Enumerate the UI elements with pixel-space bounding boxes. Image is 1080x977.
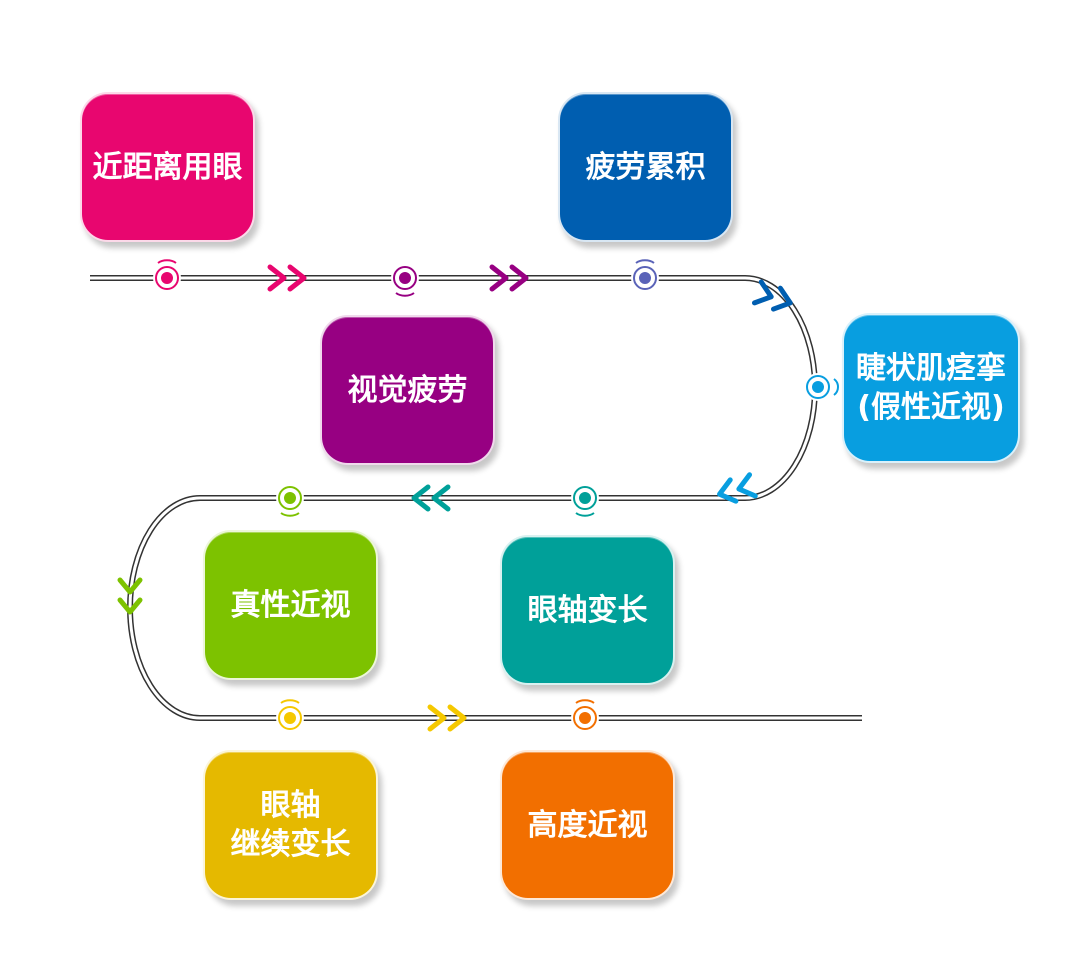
marker-near-work xyxy=(153,259,181,292)
stage-near-work: 近距离用眼 xyxy=(80,92,255,242)
stage-label: 眼轴 xyxy=(260,788,321,823)
arrow-4 xyxy=(717,472,758,504)
stage-continued-elongation: 眼轴 继续变长 xyxy=(203,750,378,900)
stage-fatigue-accumulation: 疲劳累积 xyxy=(558,92,733,242)
arrow-5 xyxy=(411,484,451,512)
marker-visual-fatigue xyxy=(391,264,419,297)
marker-fatigue-accumulation xyxy=(631,259,659,292)
marker-true-myopia xyxy=(276,484,304,517)
stage-ciliary-spasm: 睫状肌痉挛 (假性近视) xyxy=(842,313,1020,463)
stage-axial-elongation: 眼轴变长 xyxy=(500,535,675,685)
stage-label: 眼轴变长 xyxy=(527,592,648,628)
arrow-7 xyxy=(427,704,467,732)
arrow-2 xyxy=(489,264,529,292)
arrow-1 xyxy=(267,264,307,292)
stage-label: 视觉疲劳 xyxy=(347,372,468,408)
marker-axial-elongation xyxy=(571,484,599,517)
marker-ciliary-spasm xyxy=(804,373,839,401)
stage-label: 疲劳累积 xyxy=(585,149,706,185)
stage-high-myopia: 高度近视 xyxy=(500,750,675,900)
stage-visual-fatigue: 视觉疲劳 xyxy=(320,315,495,465)
marker-high-myopia xyxy=(571,699,599,732)
stage-label: 睫状肌痉挛 xyxy=(856,351,1006,386)
connector-path-inner xyxy=(90,276,862,720)
stage-label: 真性近视 xyxy=(230,587,351,623)
stage-label: (假性近视) xyxy=(857,390,1005,425)
arrow-6 xyxy=(117,577,143,615)
stage-label: 近距离用眼 xyxy=(92,149,243,185)
stage-label: 高度近视 xyxy=(527,807,648,843)
marker-continued-elongation xyxy=(276,699,304,732)
arrow-3 xyxy=(751,279,793,312)
stage-label: 继续变长 xyxy=(230,827,351,862)
stage-true-myopia: 真性近视 xyxy=(203,530,378,680)
